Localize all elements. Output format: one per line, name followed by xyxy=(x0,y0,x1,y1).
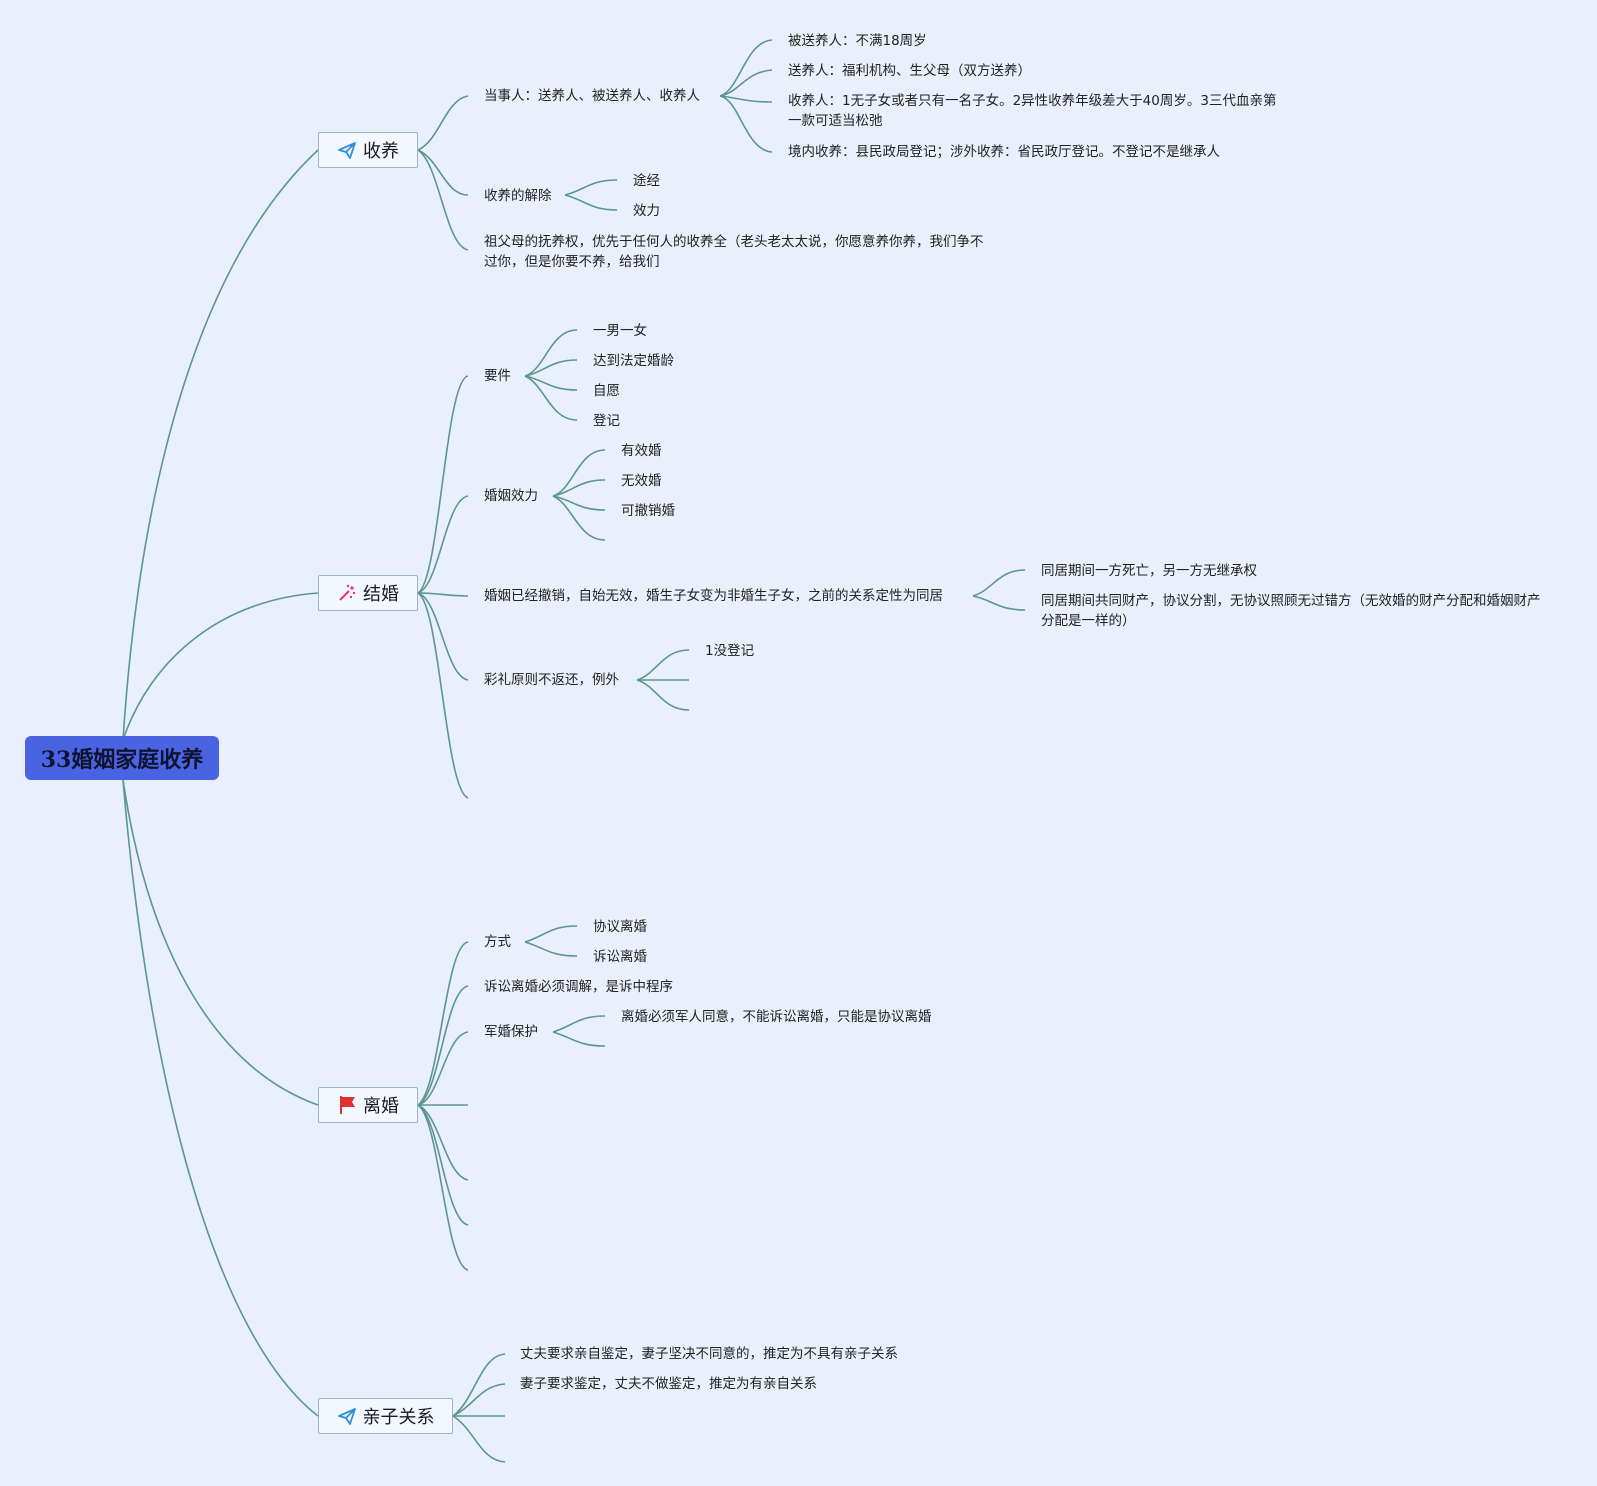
node-divorce-methods[interactable]: 方式 xyxy=(484,934,511,950)
branch-label: 离婚 xyxy=(363,1096,399,1117)
node-marriage-requirements[interactable]: 要件 xyxy=(484,368,511,384)
node-placing-party[interactable]: 送养人：福利机构、生父母（双方送养） xyxy=(788,63,1031,79)
node-divorce-agreement[interactable]: 协议离婚 xyxy=(593,919,647,935)
node-adoption-parties[interactable]: 当事人：送养人、被送养人、收养人 xyxy=(484,88,700,104)
node-adopter[interactable]: 收养人：1无子女或者只有一名子女。2异性收养年级差大于40周岁。3三代血亲第一款… xyxy=(788,93,1277,129)
node-adoption-dissolution[interactable]: 收养的解除 xyxy=(484,188,552,204)
node-paternity-wife[interactable]: 妻子要求鉴定，丈夫不做鉴定，推定为有亲自关系 xyxy=(520,1376,817,1392)
node-cohabitation-death[interactable]: 同居期间一方死亡，另一方无继承权 xyxy=(1041,563,1257,579)
node-divorce-litigation[interactable]: 诉讼离婚 xyxy=(593,949,647,965)
node-adoptee[interactable]: 被送养人：不满18周岁 xyxy=(788,33,927,49)
branch-parent-child[interactable]: 亲子关系 xyxy=(318,1398,453,1434)
node-requirement-2[interactable]: 达到法定婚龄 xyxy=(593,353,674,369)
branch-label: 结婚 xyxy=(363,584,399,605)
node-registration[interactable]: 境内收养：县民政局登记；涉外收养：省民政厅登记。不登记不是继承人 xyxy=(788,144,1220,160)
node-dissolution-route[interactable]: 途经 xyxy=(633,173,660,189)
root-topic[interactable]: 33婚姻家庭收养 xyxy=(25,736,219,780)
node-marriage-effect[interactable]: 婚姻效力 xyxy=(484,488,538,504)
red-flag-icon xyxy=(337,1095,357,1115)
node-requirement-4[interactable]: 登记 xyxy=(593,413,620,429)
node-grandparents-custody[interactable]: 祖父母的抚养权，优先于任何人的收养全（老头老太太说，你愿意养你养，我们争不过你，… xyxy=(484,234,984,270)
node-effect-voidable[interactable]: 可撤销婚 xyxy=(621,503,675,519)
node-requirement-1[interactable]: 一男一女 xyxy=(593,323,647,339)
node-cohabitation-property[interactable]: 同居期间共同财产，协议分割，无协议照顾无过错方（无效婚的财产分配和婚姻财产分配是… xyxy=(1041,593,1541,629)
branch-divorce[interactable]: 离婚 xyxy=(318,1087,418,1123)
branch-label: 收养 xyxy=(363,141,399,162)
node-divorce-mediation[interactable]: 诉讼离婚必须调解，是诉中程序 xyxy=(484,979,673,995)
node-bride-price[interactable]: 彩礼原则不返还，例外 xyxy=(484,672,619,688)
node-marriage-annulled[interactable]: 婚姻已经撤销，自始无效，婚生子女变为非婚生子女，之前的关系定性为同居 xyxy=(484,588,943,604)
node-effect-valid[interactable]: 有效婚 xyxy=(621,443,662,459)
sparkle-icon xyxy=(337,583,357,603)
branch-marriage[interactable]: 结婚 xyxy=(318,575,418,611)
node-bride-price-exception-1[interactable]: 1没登记 xyxy=(705,643,755,659)
node-dissolution-effect[interactable]: 效力 xyxy=(633,203,660,219)
node-military-marriage[interactable]: 军婚保护 xyxy=(484,1024,538,1040)
branch-label: 亲子关系 xyxy=(362,1407,435,1428)
paper-plane-icon xyxy=(337,1406,357,1426)
node-effect-void[interactable]: 无效婚 xyxy=(621,473,662,489)
paper-plane-icon xyxy=(337,140,357,160)
branch-adoption[interactable]: 收养 xyxy=(318,132,418,168)
node-requirement-3[interactable]: 自愿 xyxy=(593,383,620,399)
node-paternity-husband[interactable]: 丈夫要求亲自鉴定，妻子坚决不同意的，推定为不具有亲子关系 xyxy=(520,1346,898,1362)
node-military-consent[interactable]: 离婚必须军人同意，不能诉讼离婚，只能是协议离婚 xyxy=(621,1009,932,1025)
